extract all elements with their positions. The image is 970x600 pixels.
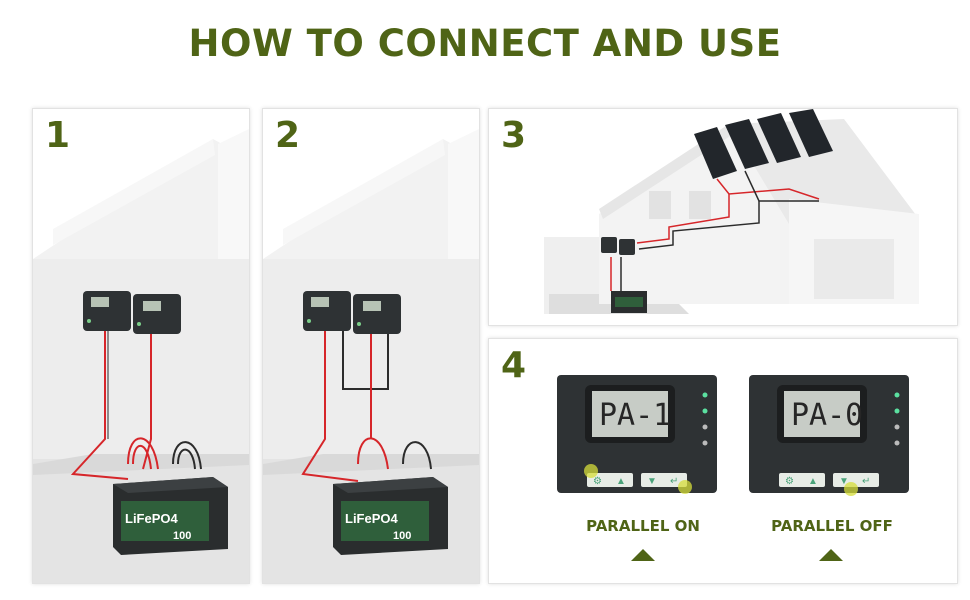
battery-chemistry: LiFePO4 — [125, 511, 179, 526]
step-2-panel: 2 LiFePO4 100 — [262, 108, 480, 584]
step-1-illustration: LiFePO4 100 — [33, 129, 249, 583]
step-4-number: 4 — [501, 345, 527, 386]
gear-icon: ⚙ — [593, 476, 602, 487]
step-3-number: 3 — [501, 115, 527, 156]
return-icon: ↵ — [670, 476, 678, 487]
gear-icon: ⚙ — [785, 476, 794, 487]
charge-controller-a — [303, 291, 351, 331]
step-3-panel: 3 — [488, 108, 958, 326]
lcd-readout-on: PA-1 — [599, 398, 671, 433]
page-title: HOW TO CONNECT AND USE — [188, 22, 782, 65]
down-arrow-icon: ▼ — [839, 476, 849, 487]
battery-capacity: 100 — [173, 530, 191, 542]
lcd-readout-off: PA-0 — [791, 398, 863, 433]
step-1-number: 1 — [45, 115, 71, 156]
charge-controller-b — [133, 294, 181, 334]
solar-panel-array — [694, 109, 833, 179]
charge-controller-a — [83, 291, 131, 331]
step-1-panel: 1 LiFePO4 — [32, 108, 250, 584]
down-arrow-icon: ▼ — [647, 476, 657, 487]
battery-capacity: 100 — [393, 530, 411, 542]
charge-controller-b — [619, 239, 635, 255]
controller-display-on: PA-1 ⚙ ▲ ▼ ↵ — [557, 375, 717, 494]
charge-controller-b — [353, 294, 401, 334]
up-arrow-icon: ▲ — [616, 476, 626, 487]
step-2-illustration: LiFePO4 100 — [263, 129, 479, 583]
return-icon: ↵ — [862, 476, 870, 487]
battery-chemistry: LiFePO4 — [345, 511, 399, 526]
step-4-panel: 4 PA-1 ⚙ ▲ ▼ ↵ PA-0 — [488, 338, 958, 584]
parallel-off-label: PARALLEL OFF — [771, 517, 893, 535]
step-3-illustration — [544, 109, 919, 314]
step-4-illustration: PA-1 ⚙ ▲ ▼ ↵ PA-0 ⚙ ▲ — [557, 375, 909, 561]
lifepo4-battery: LiFePO4 100 — [113, 477, 228, 555]
triangle-up-icon — [819, 549, 843, 561]
controller-display-off: PA-0 ⚙ ▲ ▼ ↵ — [749, 375, 909, 496]
step-2-number: 2 — [275, 115, 301, 156]
charge-controller-a — [601, 237, 617, 253]
up-arrow-icon: ▲ — [808, 476, 818, 487]
lifepo4-battery: LiFePO4 100 — [333, 477, 448, 555]
triangle-up-icon — [631, 549, 655, 561]
parallel-on-label: PARALLEL ON — [586, 517, 700, 535]
